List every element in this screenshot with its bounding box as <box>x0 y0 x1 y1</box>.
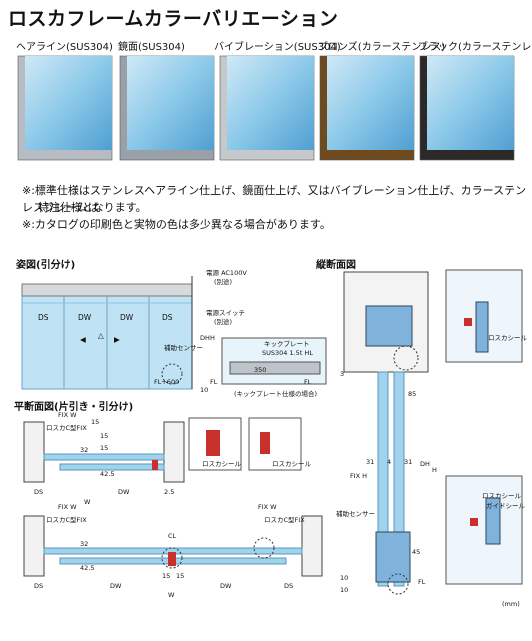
arrow-right-icon: ▶ <box>114 335 120 344</box>
section-dim-3: 3 <box>340 370 344 378</box>
kickplate-spec: SUS304 1.5t HL <box>262 349 313 357</box>
dim-42-5-b: 42.5 <box>80 564 94 572</box>
elevation-title: 姿図(引分け) <box>16 260 76 271</box>
section-dh: DH <box>420 460 430 468</box>
section-h: H <box>432 466 437 474</box>
section-seal-label-top: ロスカシール <box>488 334 528 342</box>
guide-seal-label: ガイドシール <box>486 501 526 510</box>
section-seal-label-bottom: ロスカシール <box>482 492 522 500</box>
note-line-1: ※:標準仕様はステンレスヘアライン仕上げ、鏡面仕上げ、又はバイブレーション仕上げ… <box>22 184 527 214</box>
frame-label-mirror: 鏡面(SUS304) <box>118 42 185 53</box>
panel-label-dw-right: DW <box>120 313 134 322</box>
caution-triangle-icon: △ <box>98 331 104 340</box>
plan-title: 平断面図(片引き・引分け) <box>14 402 134 413</box>
section-dim-45: 45 <box>412 548 420 556</box>
frame-glass <box>25 56 112 150</box>
kickplate-350-dimension: 350 <box>254 366 266 374</box>
fix-type-label-right: ロスカC型FIX <box>264 515 305 524</box>
section-fl: FL <box>418 578 426 586</box>
plan-bottom-ds-right: DS <box>284 582 293 590</box>
fl-600-label: FL+600 <box>154 378 179 386</box>
ten-dimension: 10 <box>200 386 208 394</box>
frame-glass <box>427 56 514 150</box>
unit-label: (mm) <box>502 600 520 608</box>
section-dim-31-left: 31 <box>366 458 374 466</box>
plan-bottom-ds-left: DS <box>34 582 43 590</box>
section-fix-h: FIX H <box>350 472 367 480</box>
dim-2-5-a: 2.5 <box>164 488 174 496</box>
kickplate-caption: (キックプレート仕様の場合) <box>234 389 317 398</box>
switch-sub-label: (別途) <box>214 317 232 326</box>
section-drawing: ロスカシール ロスカシール ガイドシール 3 85 FIX H 31 4 31 … <box>336 269 528 608</box>
section-sensor-label: 補助センサー <box>336 509 375 518</box>
section-dim-10-b: 10 <box>340 586 348 594</box>
panel-label-dw-left: DW <box>78 313 92 322</box>
arrow-left-icon: ◀ <box>80 335 86 344</box>
panel-label-ds-right: DS <box>162 313 173 322</box>
frame-glass <box>127 56 214 150</box>
fix-type-label-top: ロスカC型FIX <box>46 423 87 432</box>
page-title: ロスカフレームカラーバリエーション <box>8 8 339 30</box>
frame-swatch <box>119 55 215 161</box>
fl-label-right: FL <box>304 378 312 386</box>
frame-swatch <box>17 55 113 161</box>
fix-w-label-left: FIX W <box>58 503 77 511</box>
fix-type-label-left: ロスカC型FIX <box>46 515 87 524</box>
panel-label-ds-left: DS <box>38 313 49 322</box>
frame-glass <box>327 56 414 150</box>
plan-bottom-w: W <box>168 591 175 599</box>
dim-15-b: 15 <box>100 432 108 440</box>
fl-label: FL <box>210 378 218 386</box>
dim-15-d: 15 <box>162 572 170 580</box>
frame-swatch <box>319 55 415 161</box>
seal-label-a: ロスカシール <box>202 460 242 468</box>
sensor-label: 補助センサー <box>164 343 203 352</box>
dim-42-5-a: 42.5 <box>100 470 114 478</box>
elevation-drawing: DS DW DW DS ◀ △ ▶ 電源 AC100V (別途) 電源スイッチ … <box>21 268 327 398</box>
section-title: 縦断面図 <box>316 260 356 271</box>
h-dimension: H <box>210 334 215 342</box>
section-dim-31-right: 31 <box>404 458 412 466</box>
plan-top-w: W <box>84 498 91 506</box>
dim-32-a: 32 <box>80 446 88 454</box>
dh-dimension: DH <box>200 334 210 342</box>
frame-label-black: ブラック(カラーステンレス) <box>418 42 532 53</box>
note-line-3: ※:カタログの印刷色と実物の色は多少異なる場合があります。 <box>22 218 331 231</box>
switch-label: 電源スイッチ <box>206 308 245 317</box>
section-dim-10: 10 <box>340 574 348 582</box>
frame-swatch <box>419 55 515 161</box>
dim-15-a: 15 <box>91 418 99 426</box>
frame-label-bronze: ブロンズ(カラーステンレス) <box>318 42 446 53</box>
fix-w-label-top: FIX W <box>58 411 77 419</box>
power-label: 電源 AC100V <box>206 268 247 277</box>
dim-15-e: 15 <box>176 572 184 580</box>
section-dim-85: 85 <box>408 390 416 398</box>
fix-w-label-right: FIX W <box>258 503 277 511</box>
frame-swatches <box>17 55 515 161</box>
cl-label: CL <box>168 532 177 540</box>
frame-glass <box>227 56 314 150</box>
frame-label-hairline: ヘアライン(SUS304) <box>16 42 113 53</box>
section-dim-4: 4 <box>387 458 391 466</box>
kickplate-label: キックプレート <box>264 340 310 348</box>
plan-top-dw: DW <box>118 488 130 496</box>
plan-drawing: FIX W ロスカC型FIX DS DW W 15 15 15 42.5 32 … <box>23 411 323 599</box>
plan-bottom-dw-right: DW <box>220 582 232 590</box>
note-line-2: 特注仕様となります。 <box>38 201 147 214</box>
dim-32-b: 32 <box>80 540 88 548</box>
frame-swatch <box>219 55 315 161</box>
plan-top-ds: DS <box>34 488 43 496</box>
seal-label-b: ロスカシール <box>272 460 312 468</box>
plan-bottom-dw-left: DW <box>110 582 122 590</box>
power-sub-label: (別途) <box>214 277 232 286</box>
dim-15-c: 15 <box>100 444 108 452</box>
frame-label-vibration: バイブレーション(SUS304) <box>214 42 341 53</box>
